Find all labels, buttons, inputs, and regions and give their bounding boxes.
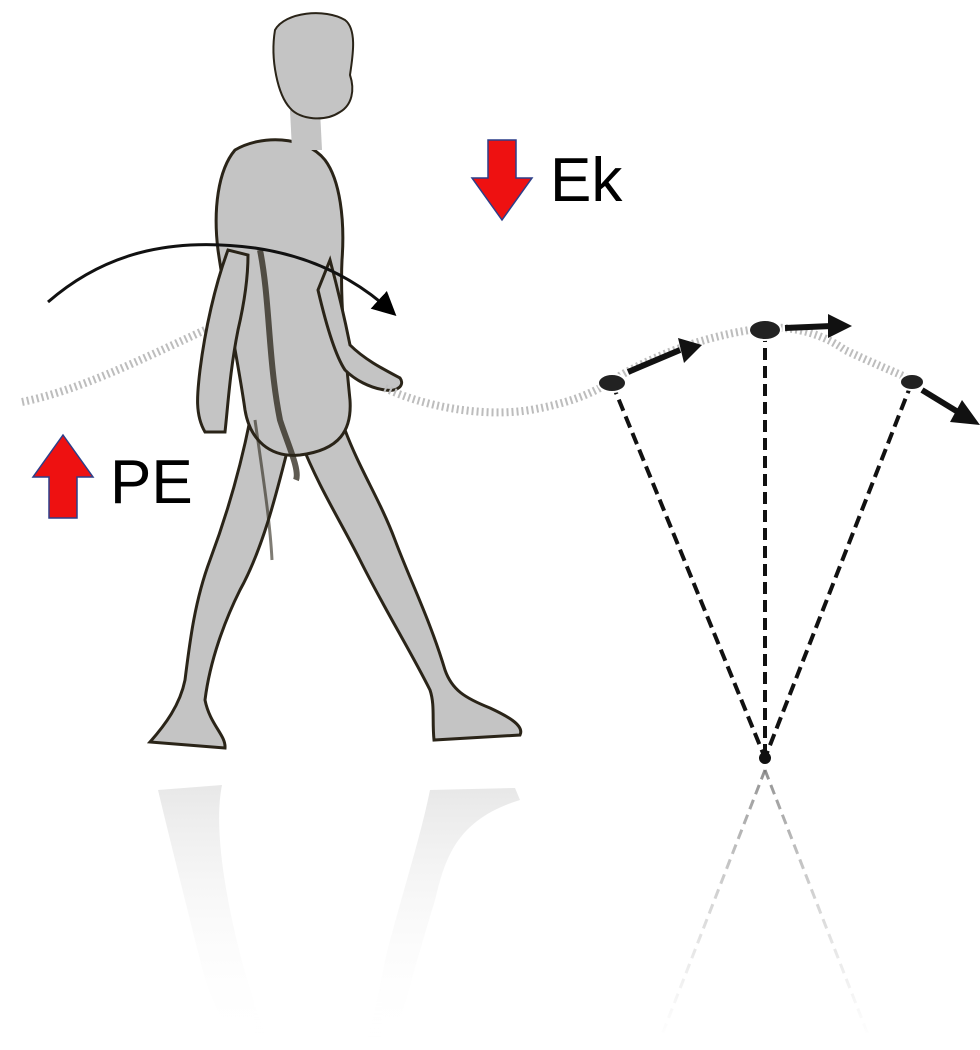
potential-energy-label: PE bbox=[110, 452, 193, 514]
pendulum-leg-left bbox=[612, 383, 765, 758]
pendulum-mass-left bbox=[598, 374, 626, 392]
potential-energy-up-arrow bbox=[33, 435, 93, 518]
velocity-arrow-left bbox=[628, 338, 702, 372]
kinetic-energy-down-arrow bbox=[472, 140, 532, 220]
pendulum-mass-right bbox=[900, 374, 924, 390]
pendulum-pivot bbox=[759, 752, 771, 764]
velocity-arrow-center bbox=[785, 314, 852, 338]
pendulum-reflection bbox=[660, 770, 870, 1040]
com-trajectory-back bbox=[22, 330, 205, 402]
walker-reflection bbox=[158, 785, 520, 1045]
velocity-arrow-right bbox=[922, 390, 980, 425]
kinetic-energy-label: Ek bbox=[550, 150, 622, 212]
pendulum-mass-center bbox=[749, 320, 781, 340]
inverted-pendulum-icon bbox=[598, 314, 980, 764]
walking-person-icon bbox=[150, 13, 521, 748]
pendulum-leg-right bbox=[765, 382, 912, 758]
com-trajectory-front bbox=[385, 328, 912, 413]
